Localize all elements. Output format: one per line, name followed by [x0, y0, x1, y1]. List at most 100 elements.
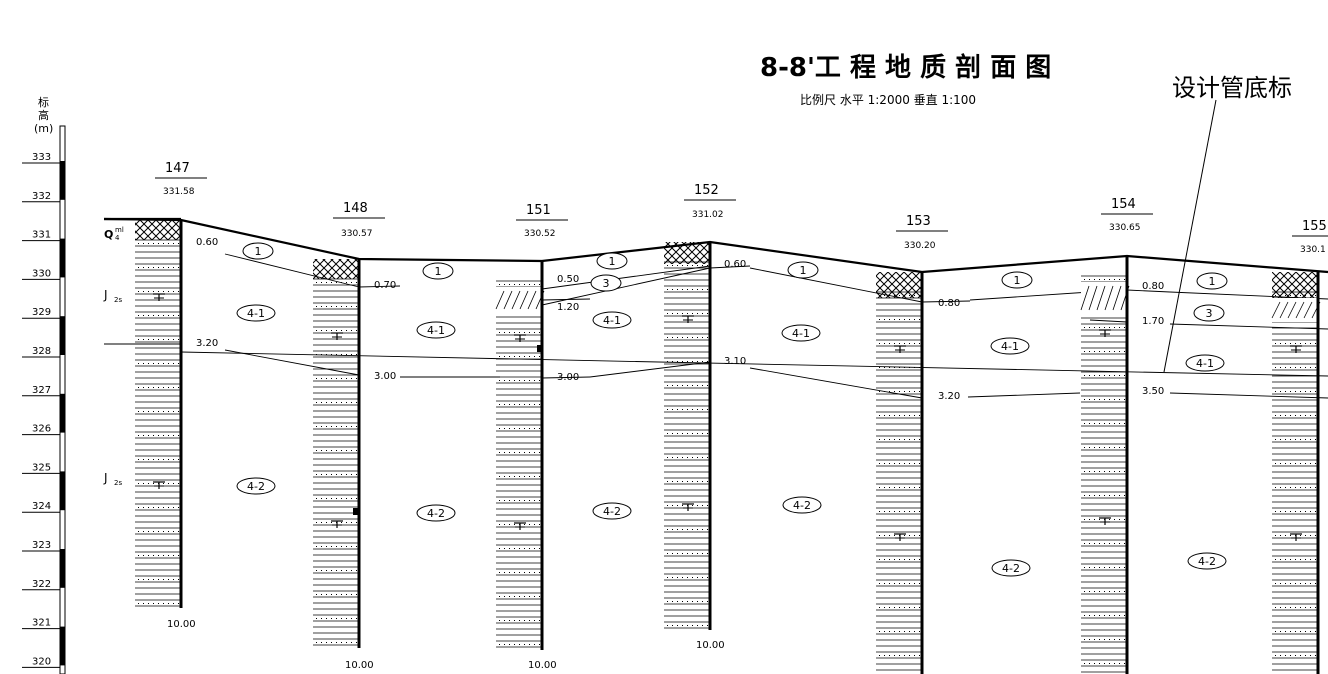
column-dot: [158, 507, 159, 508]
column-dot: [697, 265, 698, 266]
column-dot: [914, 319, 915, 320]
borehole-elevation: 331.02: [692, 210, 724, 220]
column-dot: [909, 415, 910, 416]
column-dot: [326, 498, 327, 499]
column-dot: [331, 618, 332, 619]
column-dot: [163, 459, 164, 460]
layer-tag-label: 4-1: [792, 327, 810, 340]
column-dot: [499, 332, 500, 333]
column-dot: [1280, 511, 1281, 512]
column-dot: [884, 631, 885, 632]
column-dot: [356, 378, 357, 379]
layer-tag: 1: [1001, 271, 1033, 289]
column-dot: [326, 522, 327, 523]
column-dot: [529, 356, 530, 357]
q4-label: Q: [104, 228, 113, 241]
boundary-line: [541, 265, 711, 290]
depth-label: 0.60: [196, 237, 218, 248]
axis-tick-label: 331: [32, 230, 51, 241]
layer-tag-label: 4-2: [427, 507, 445, 520]
column-dot: [331, 450, 332, 451]
column-dot: [168, 363, 169, 364]
layer-tag-label: 1: [435, 265, 442, 278]
column-dot: [1089, 351, 1090, 352]
column-dot: [677, 313, 678, 314]
column-dot: [529, 404, 530, 405]
column-dot: [1104, 279, 1105, 280]
column-dot: [1124, 495, 1125, 496]
column-dot: [509, 452, 510, 453]
column-dot: [504, 356, 505, 357]
column-dot: [879, 343, 880, 344]
column-dot: [326, 282, 327, 283]
column-dot: [1310, 463, 1311, 464]
column-dot: [1099, 423, 1100, 424]
column-dot: [914, 487, 915, 488]
column-dot: [1310, 367, 1311, 368]
column-dot: [341, 402, 342, 403]
column-dot: [316, 402, 317, 403]
column-dot: [1104, 375, 1105, 376]
column-dot: [682, 505, 683, 506]
column-dot: [702, 385, 703, 386]
column-dot: [1104, 471, 1105, 472]
column-dot: [504, 548, 505, 549]
column-dot: [1310, 559, 1311, 560]
column-dot: [326, 402, 327, 403]
column-dot: [148, 435, 149, 436]
column-dot: [702, 601, 703, 602]
column-dot: [173, 555, 174, 556]
column-dot: [168, 579, 169, 580]
column-dot: [168, 435, 169, 436]
axis-tick-label: 333: [32, 152, 51, 163]
column-dot: [1084, 351, 1085, 352]
column-dot: [702, 529, 703, 530]
column-dot: [899, 511, 900, 512]
column-dot: [884, 607, 885, 608]
column-dot: [321, 330, 322, 331]
column-dot: [1280, 607, 1281, 608]
layer-tag: 4-2: [236, 477, 276, 495]
boundary-line: [541, 376, 591, 379]
column-dot: [1280, 343, 1281, 344]
borehole-bottom-depth: 10.00: [345, 660, 374, 671]
column-dot: [1119, 399, 1120, 400]
column-dot: [667, 337, 668, 338]
column-dot: [682, 265, 683, 266]
layer-tag: 4-1: [592, 311, 632, 329]
boundary-line: [969, 291, 1091, 301]
column-dot: [667, 361, 668, 362]
column-dot: [514, 356, 515, 357]
borehole-columns: 147331.5810.00148330.5710.00151330.5210.…: [135, 161, 1328, 674]
column-dot: [677, 601, 678, 602]
column-dot: [889, 583, 890, 584]
column-dot: [1285, 415, 1286, 416]
column-dot: [336, 378, 337, 379]
column-dot: [316, 450, 317, 451]
column-dot: [143, 267, 144, 268]
column-dot: [672, 577, 673, 578]
sample-marker: [537, 345, 543, 352]
column-dot: [687, 313, 688, 314]
column-dot: [697, 457, 698, 458]
column-dot: [539, 548, 540, 549]
column-dot: [919, 415, 920, 416]
column-dot: [316, 282, 317, 283]
borehole-elevation: 330.20: [904, 241, 936, 251]
column-dot: [1295, 463, 1296, 464]
column-dot: [148, 411, 149, 412]
column-dot: [672, 529, 673, 530]
column-dot: [148, 315, 149, 316]
column-dot: [148, 243, 149, 244]
column-dot: [341, 642, 342, 643]
column-dot: [1114, 447, 1115, 448]
column-dot: [138, 387, 139, 388]
column-dot: [1084, 495, 1085, 496]
column-dot: [1295, 343, 1296, 344]
column-dot: [1084, 615, 1085, 616]
column-dot: [919, 631, 920, 632]
column-dot: [1089, 327, 1090, 328]
column-dot: [1094, 519, 1095, 520]
